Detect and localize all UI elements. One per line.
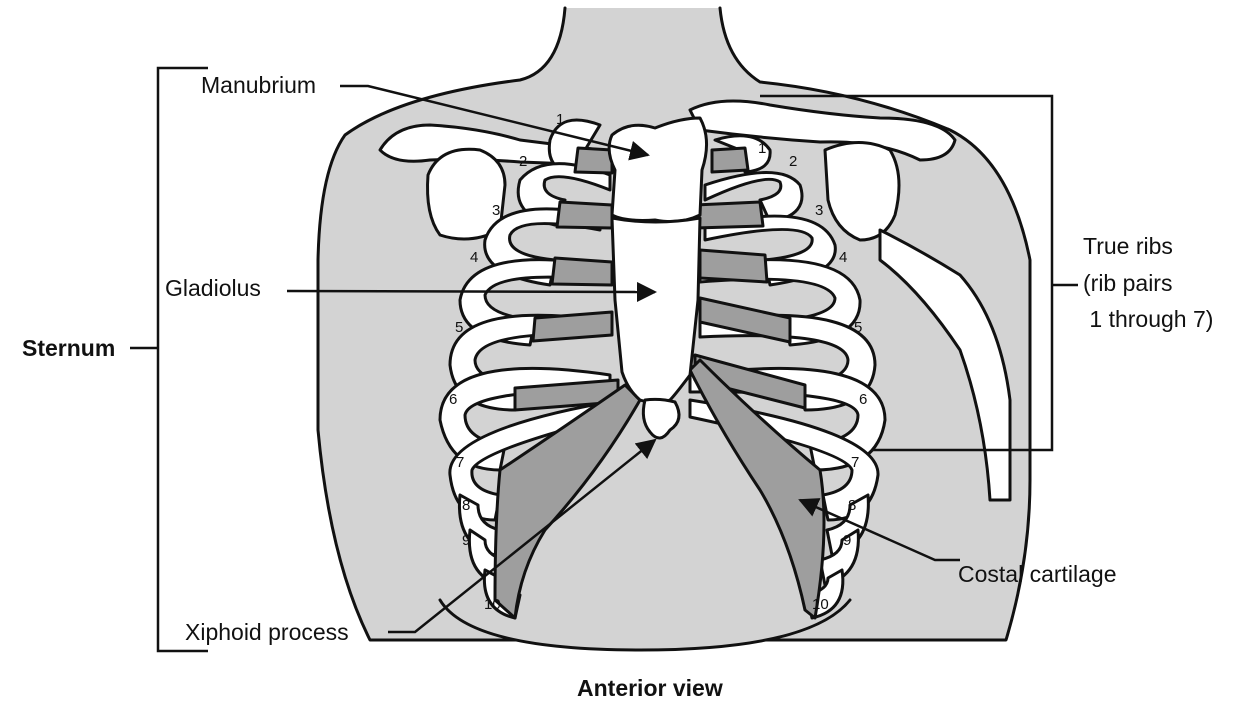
rib-number-left-1: 1	[556, 111, 564, 128]
rib-number-left-7: 7	[456, 454, 464, 471]
manubrium-bone	[609, 118, 706, 222]
rib-number-right-7: 7	[851, 454, 859, 471]
rib-number-left-2: 2	[519, 153, 527, 170]
true-ribs-label-line2: (rib pairs	[1083, 270, 1172, 296]
manubrium-label: Manubrium	[201, 72, 316, 98]
rib-number-left-3: 3	[492, 202, 500, 219]
left-cartilage-2	[557, 202, 612, 228]
gladiolus-bone	[612, 218, 700, 403]
rib-number-right-3: 3	[815, 202, 823, 219]
gladiolus-leader	[287, 291, 655, 292]
left-cartilage-4	[533, 312, 612, 341]
xiphoid-process-label: Xiphoid process	[185, 619, 349, 645]
costal-cartilage-label: Costal cartilage	[958, 561, 1117, 587]
rib-number-left-5: 5	[455, 319, 463, 336]
rib-number-left-10: 10	[484, 596, 501, 613]
rib-number-left-8: 8	[462, 497, 470, 514]
rib-number-left-6: 6	[449, 391, 457, 408]
rib-number-right-6: 6	[859, 391, 867, 408]
left-cartilage-3	[552, 258, 612, 285]
true-ribs-label-line3: 1 through 7)	[1083, 306, 1213, 332]
right-cartilage-2	[695, 202, 763, 228]
left-cartilage-1	[575, 148, 612, 173]
rib-number-right-8: 8	[848, 497, 856, 514]
rib-number-right-9: 9	[843, 532, 851, 549]
rib-number-right-10: 10	[812, 596, 829, 613]
rib-number-right-4: 4	[839, 249, 847, 266]
diagram-caption: Anterior view	[577, 675, 723, 701]
right-cartilage-1	[712, 148, 748, 172]
rib-number-left-9: 9	[462, 532, 470, 549]
rib-number-left-4: 4	[470, 249, 478, 266]
sternum-bracket	[158, 68, 208, 651]
sternum-label: Sternum	[22, 335, 115, 361]
right-cartilage-3	[700, 250, 767, 282]
rib-number-right-5: 5	[854, 319, 862, 336]
rib-number-right-2: 2	[789, 153, 797, 170]
rib-number-right-1: 1	[758, 140, 766, 157]
true-ribs-label-line1: True ribs	[1083, 233, 1173, 259]
gladiolus-label: Gladiolus	[165, 275, 261, 301]
